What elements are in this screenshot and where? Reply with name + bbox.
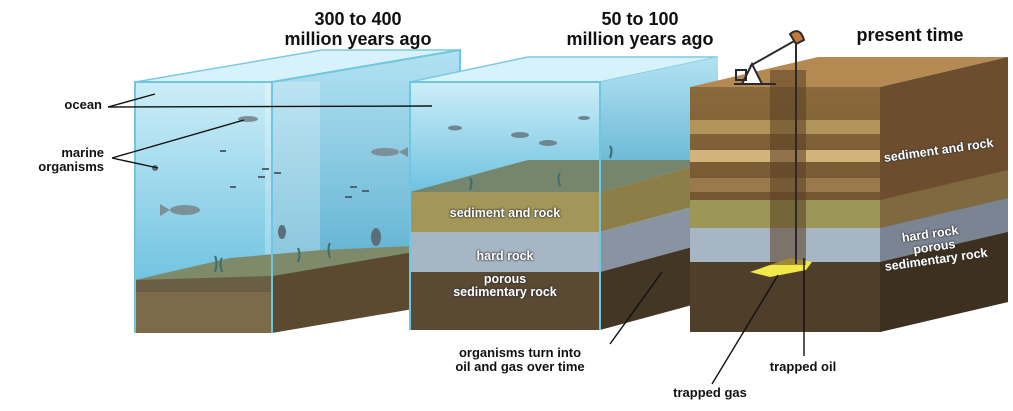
block3-side-sediment [880,170,1008,228]
seaweed-icon [214,242,331,273]
ocean-leader-2 [107,105,433,108]
callout-trapped-oil: trapped oil [769,359,837,374]
seaweed-icon [469,145,613,191]
block2-label-porous-line2: sedimentary rock [453,285,557,300]
marine-leader-1 [111,119,245,159]
block2-layer-sediment [410,192,600,232]
callout-trapped-gas: trapped gas [673,385,747,400]
block2-side-porous [600,240,718,330]
heading-block2-line1: 50 to 100 [601,9,679,29]
heading-block2: 50 to 100 million years ago [545,9,735,50]
block2-label-hard: hard rock [476,249,534,263]
block3-top [690,57,1008,87]
block1-edges [134,81,273,333]
heading-block1: 300 to 400 million years ago [263,9,453,50]
block2-edges [409,81,601,330]
block2-layer-hard [410,232,600,272]
fish-icon [160,116,408,216]
label-marine-line1: marine [61,145,104,160]
ocean-leader-1 [107,93,156,108]
trapped-gas-leader [711,274,779,385]
fish-icon [448,116,590,146]
callout-organisms-line1: organisms turn into [458,345,582,360]
block2-water-side [600,57,718,192]
block2-side-sediment [600,160,718,232]
small-fish-school-icon [220,150,369,198]
label-marine-organisms: marine organisms [0,145,104,175]
callout-organisms-turn: organisms turn into oil and gas over tim… [430,345,610,375]
block2-label-porous: porous sedimentary rock [410,272,600,300]
block2-label-sediment: sediment and rock [449,206,561,220]
pump-jack-icon [734,30,806,85]
marine-leader-2 [111,157,159,169]
label-marine-line2: organisms [38,159,104,175]
callout-organisms-line2: oil and gas over time [455,359,585,375]
block3-side-hard [880,198,1008,262]
heading-block3-line1: present time [856,25,964,45]
block1-sediment-band [135,292,272,333]
block-50-100-mya [409,56,719,330]
leader-lines [107,93,805,385]
heading-block1-line1: 300 to 400 [314,9,402,29]
block2-seafloor-surface [410,160,718,192]
well-shaft [770,70,806,265]
heading-block1-line2: million years ago [284,28,432,49]
block3-side-porous [880,232,1008,332]
block2-label-porous-line1: porous [483,272,527,286]
block2-layer-porous [410,272,600,330]
label-ocean: ocean [64,97,102,112]
organisms-leader [609,271,663,345]
heading-block3: present time [825,25,995,46]
block2-side-hard [600,200,718,272]
heading-block2-line2: million years ago [566,28,714,49]
block-present-time [690,30,1008,332]
